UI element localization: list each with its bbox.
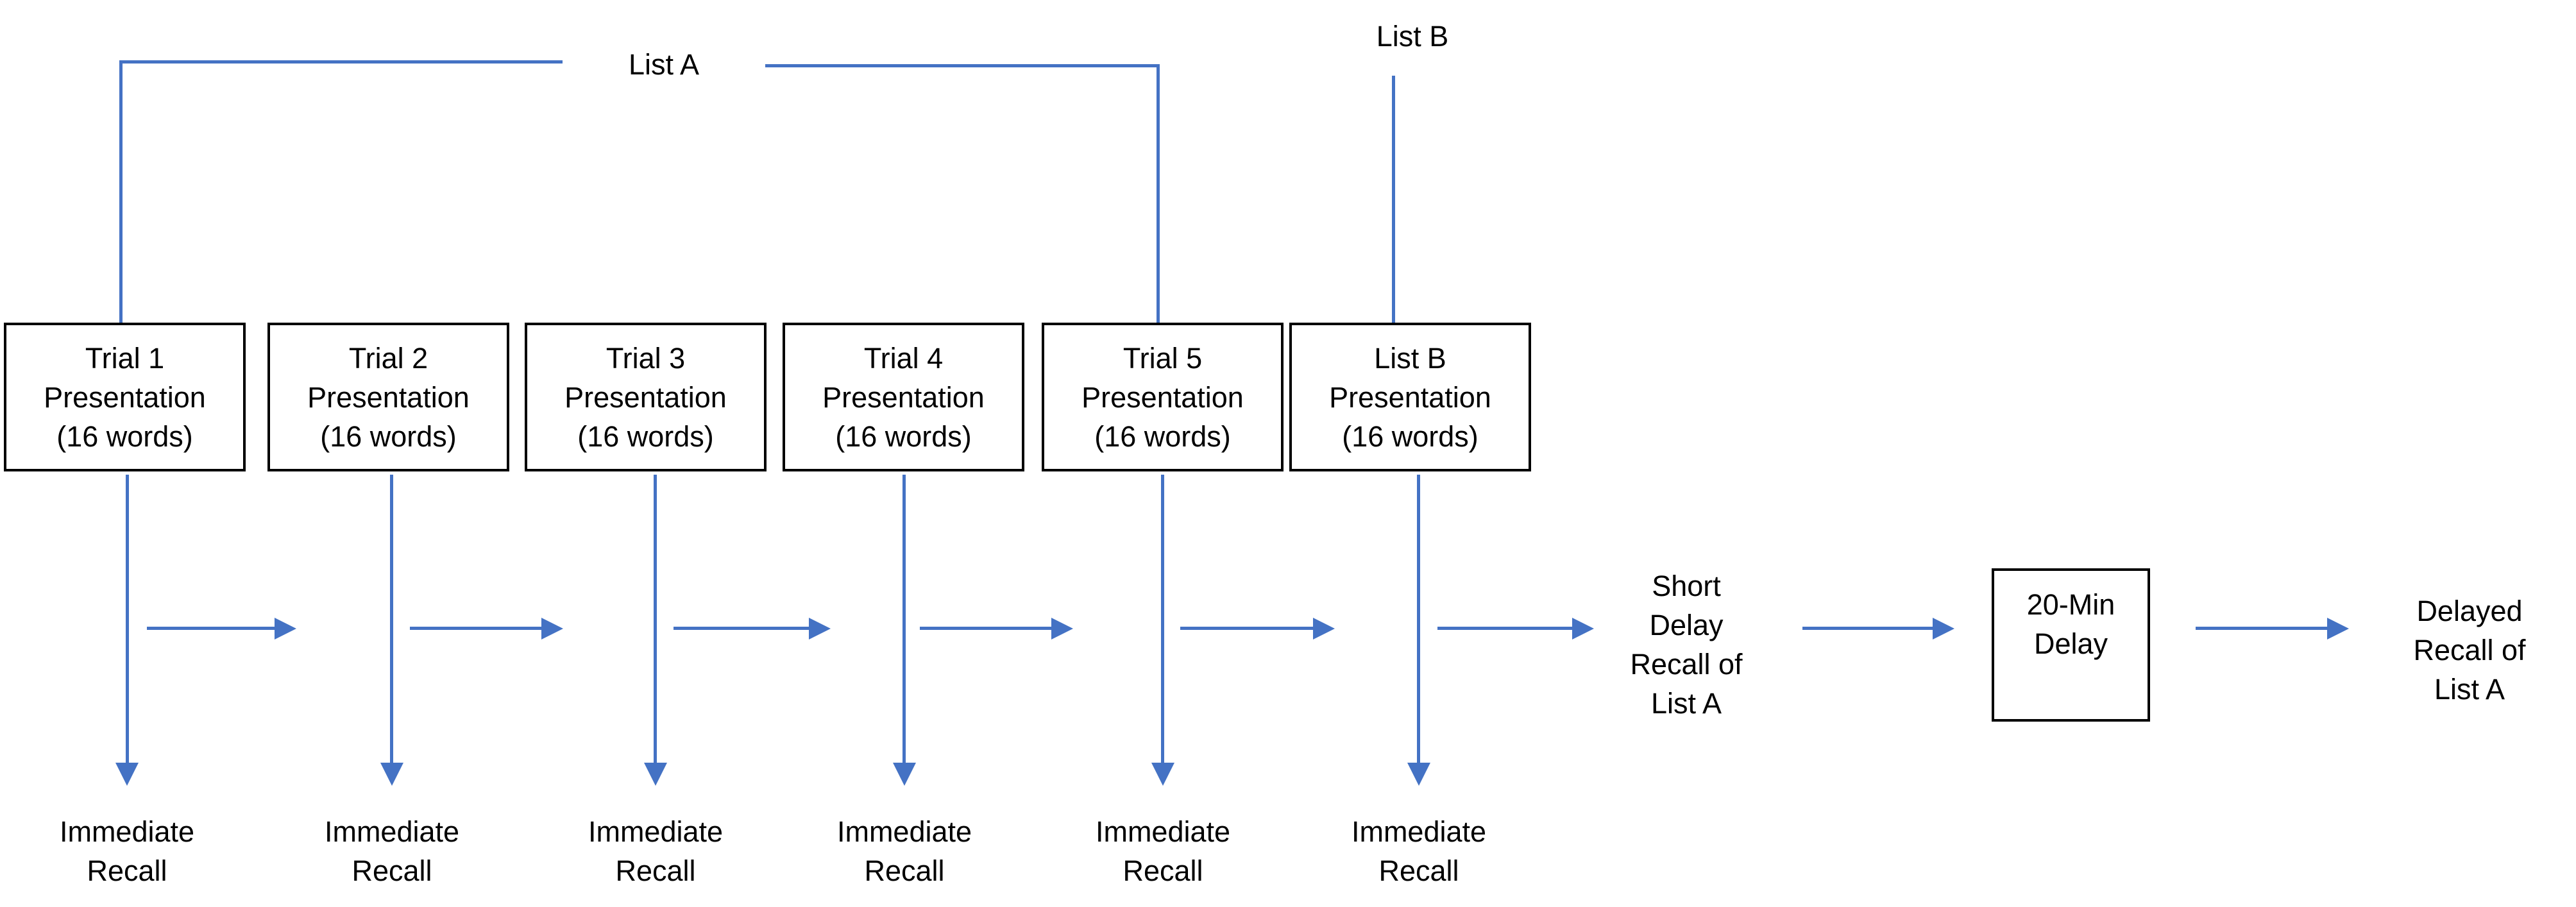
delayed-recall-label: Delayed Recall of List A xyxy=(2413,595,2526,706)
right-arrow-head-icon xyxy=(275,618,296,640)
trial-3-presentation-box: Trial 3 Presentation (16 words) xyxy=(525,323,767,471)
trial-5-presentation-box: Trial 5 Presentation (16 words) xyxy=(1042,323,1284,471)
flow-arrow-shaft-8 xyxy=(2196,627,2327,630)
right-arrow-head-icon xyxy=(1051,618,1073,640)
list-b-presentation-box: List B Presentation (16 words) xyxy=(1289,323,1531,471)
right-arrow-head-icon xyxy=(1313,618,1335,640)
down-arrow-head-icon xyxy=(380,763,403,786)
right-arrow-head-icon xyxy=(1572,618,1594,640)
down-arrow-head-icon xyxy=(1407,763,1430,786)
delay-box: 20-Min Delay xyxy=(1992,568,2150,722)
box-line: Presentation xyxy=(1081,380,1244,414)
short-delay-recall-label: Short Delay Recall of List A xyxy=(1630,570,1743,720)
box-line: Trial 1 xyxy=(85,341,165,375)
box-line: (16 words) xyxy=(56,420,193,453)
box-line: Presentation xyxy=(1329,380,1491,414)
trial-1-presentation-box: Trial 1 Presentation (16 words) xyxy=(4,323,246,471)
flow-arrow-shaft-3 xyxy=(674,627,809,630)
down-arrow-head-icon xyxy=(893,763,916,786)
down-arrow-shaft-trial4 xyxy=(902,475,906,763)
right-arrow-head-icon xyxy=(2327,618,2349,640)
list-a-drop-line-trial1 xyxy=(119,60,123,325)
trial-4-presentation-box: Trial 4 Presentation (16 words) xyxy=(783,323,1024,471)
down-arrow-shaft-trial2 xyxy=(390,475,393,763)
flow-arrow-shaft-6 xyxy=(1437,627,1572,630)
right-arrow-head-icon xyxy=(541,618,563,640)
box-line: (16 words) xyxy=(577,420,714,453)
immediate-recall-label: Immediate Recall xyxy=(324,815,460,887)
list-a-connector-line-left xyxy=(121,60,563,64)
right-arrow-head-icon xyxy=(1933,618,1954,640)
immediate-recall-label: Immediate Recall xyxy=(1351,815,1487,887)
box-line: (16 words) xyxy=(835,420,972,453)
box-line: (16 words) xyxy=(1094,420,1231,453)
box-line: Presentation xyxy=(822,380,985,414)
immediate-recall-label: Immediate Recall xyxy=(588,815,724,887)
box-line: Presentation xyxy=(44,380,206,414)
down-arrow-head-icon xyxy=(115,763,139,786)
box-line: Trial 5 xyxy=(1123,341,1203,375)
box-line: Trial 4 xyxy=(863,341,944,375)
flow-arrow-shaft-4 xyxy=(920,627,1051,630)
flow-arrow-shaft-7 xyxy=(1802,627,1933,630)
box-line: Presentation xyxy=(564,380,727,414)
right-arrow-head-icon xyxy=(809,618,831,640)
trial-2-presentation-box: Trial 2 Presentation (16 words) xyxy=(267,323,509,471)
flow-arrow-shaft-5 xyxy=(1180,627,1313,630)
box-line: (16 words) xyxy=(1342,420,1479,453)
flow-arrow-shaft-1 xyxy=(147,627,275,630)
list-a-drop-line-trial5 xyxy=(1157,64,1160,325)
box-line: Trial 3 xyxy=(606,341,686,375)
immediate-recall-label: Immediate Recall xyxy=(1095,815,1231,887)
down-arrow-shaft-trial3 xyxy=(654,475,657,763)
down-arrow-head-icon xyxy=(644,763,667,786)
down-arrow-shaft-trial1 xyxy=(126,475,129,763)
list-a-connector-line-right xyxy=(765,64,1160,67)
flow-arrow-shaft-2 xyxy=(410,627,541,630)
list-a-label: List A xyxy=(563,45,765,84)
box-line: Presentation xyxy=(307,380,470,414)
immediate-recall-label: Immediate Recall xyxy=(836,815,972,887)
down-arrow-shaft-trial5 xyxy=(1161,475,1164,763)
immediate-recall-label: Immediate Recall xyxy=(59,815,195,887)
box-line: (16 words) xyxy=(320,420,457,453)
box-line: List B xyxy=(1374,341,1446,375)
box-line: Trial 2 xyxy=(348,341,428,375)
down-arrow-head-icon xyxy=(1151,763,1174,786)
list-b-drop-line xyxy=(1392,76,1395,325)
list-b-label: List B xyxy=(1316,17,1509,56)
down-arrow-shaft-listb xyxy=(1417,475,1420,763)
